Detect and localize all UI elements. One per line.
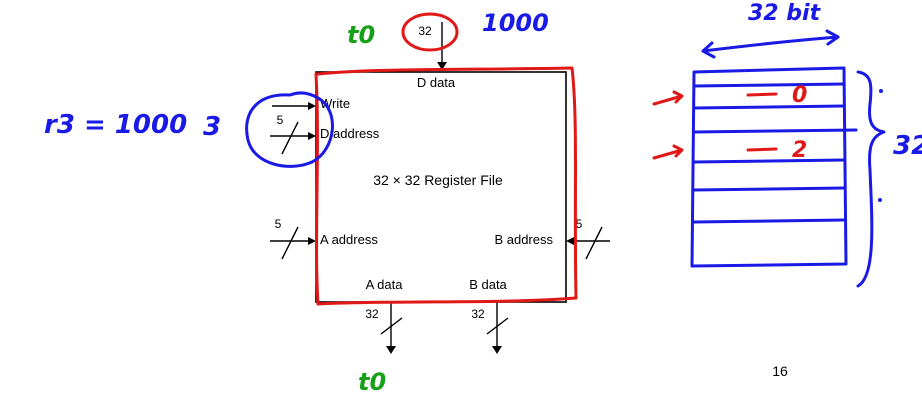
register-array-row-divider [692,186,846,192]
red-arrow-row-0 [652,90,684,106]
b-address-input-bus: 5 [566,217,610,260]
b-data-output-bus: 32 [471,302,509,354]
bus-width-b-data: 32 [471,307,485,321]
bus-width-b-address: 5 [576,217,583,231]
red-highlight-outline [314,66,578,306]
bus-width-a-address: 5 [275,217,282,231]
register-file-title: 32 × 32 Register File [373,172,503,188]
bus-width-d-address: 5 [277,113,284,127]
annotation-register-eq: r3 = 1000 [44,110,187,140]
port-label-b-address: B address [494,232,553,247]
annotation-address-value: 3 [203,112,221,142]
annotation-d-data-value: 1000 [482,9,549,37]
register-array-sketch: 32 bit 0 2 32 [652,1,922,288]
register-array-row-divider [692,218,846,224]
d-data-input-bus: 32 [418,22,447,70]
bus-width-d-data: 32 [418,24,432,38]
write-input-line [272,102,316,110]
register-array-row-divider [692,158,846,164]
port-label-d-data: D data [417,75,456,90]
d-address-input-bus: 5 [270,113,316,155]
red-dash-row-0 [746,92,778,97]
register-array-brace [856,70,886,288]
register-file-block: 32 × 32 Register File D data Write D add… [315,71,567,303]
annotation-bit-width: 32 bit [748,1,822,26]
register-array-row-divider [692,82,846,88]
port-label-b-data: B data [469,277,507,292]
register-array-row-divider [692,104,846,110]
annotation-row-value-2: 2 [792,138,807,163]
port-label-a-address: A address [320,232,378,247]
port-label-a-data: A data [366,277,404,292]
register-array-row-divider [692,128,858,134]
port-label-d-address: D address [320,126,380,141]
brace-dot [879,89,883,93]
annotation-t0-bottom: t0 [358,368,386,395]
blue-circle-d-address [245,91,334,168]
a-address-input-bus: 5 [270,217,316,260]
brace-dot [878,198,882,202]
a-data-output-bus: 32 [365,302,403,354]
red-arrow-row-2 [652,144,684,160]
bus-width-a-data: 32 [365,307,379,321]
red-circle-d-data-width [401,12,459,52]
register-array-outline [690,66,848,268]
annotation-rows-label: 32 [893,131,922,161]
red-dash-row-2 [746,147,778,152]
page-number: 16 [772,363,788,379]
annotation-t0-top: t0 [347,21,375,49]
annotation-row-value-0: 0 [792,83,807,108]
